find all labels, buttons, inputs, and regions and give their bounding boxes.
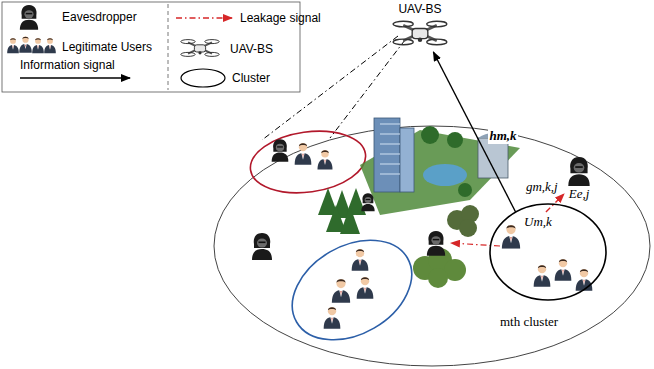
legend-text: Legitimate Users xyxy=(62,40,152,54)
legend-text: Leakage signal xyxy=(240,11,321,25)
legend-text: Cluster xyxy=(232,71,270,85)
uav-node: UAV-BS xyxy=(392,2,448,50)
cluster-outline xyxy=(486,196,610,308)
eve-icon xyxy=(566,156,592,186)
channel-label: gm,k,j xyxy=(525,179,559,195)
eavesdropper-node: Ee,j xyxy=(566,156,592,202)
signal-arrow xyxy=(546,194,564,212)
drone-icon xyxy=(392,16,448,50)
node-label: Um,k xyxy=(524,214,552,230)
channel-label: hm,k xyxy=(488,128,517,144)
node-label: UAV-BS xyxy=(392,2,448,16)
node-label: Ee,j xyxy=(566,186,592,202)
legend-text: Eavesdropper xyxy=(62,10,137,24)
user-node: Um,k xyxy=(500,214,552,250)
legend-text: UAV-BS xyxy=(230,42,273,56)
cluster-node: mth cluster Um,k xyxy=(486,196,610,344)
node-label: mth cluster xyxy=(500,314,558,330)
user-icon xyxy=(500,222,522,250)
legend-text: Information signal xyxy=(20,58,115,72)
